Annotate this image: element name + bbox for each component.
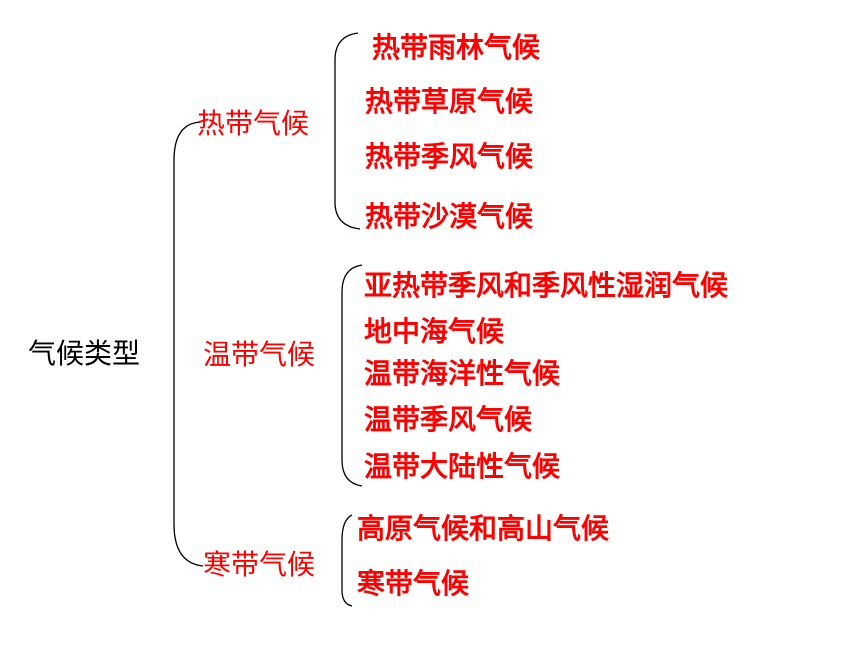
group-label-tropical: 热带气候	[197, 107, 310, 140]
leaf-item: 亚热带季风和季风性湿润气候	[364, 269, 729, 302]
tropical-brace	[334, 32, 361, 230]
leaf-item: 温带海洋性气候	[364, 357, 561, 390]
group-label-temperate: 温带气候	[203, 338, 316, 371]
leaf-item: 热带草原气候	[365, 85, 534, 118]
leaf-item: 温带季风气候	[364, 403, 533, 436]
leaf-item: 寒带气候	[357, 567, 470, 600]
leaf-item: 热带季风气候	[365, 140, 534, 173]
cold-brace	[341, 514, 353, 607]
temperate-brace	[341, 264, 363, 487]
group-label-cold: 寒带气候	[203, 548, 316, 581]
leaf-item: 地中海气候	[364, 315, 505, 348]
root-label: 气候类型	[28, 337, 141, 370]
main-brace	[173, 121, 204, 567]
leaf-item: 热带雨林气候	[372, 31, 541, 64]
leaf-item: 热带沙漠气候	[365, 200, 534, 233]
leaf-item: 高原气候和高山气候	[357, 512, 610, 545]
leaf-item: 温带大陆性气候	[364, 450, 561, 483]
